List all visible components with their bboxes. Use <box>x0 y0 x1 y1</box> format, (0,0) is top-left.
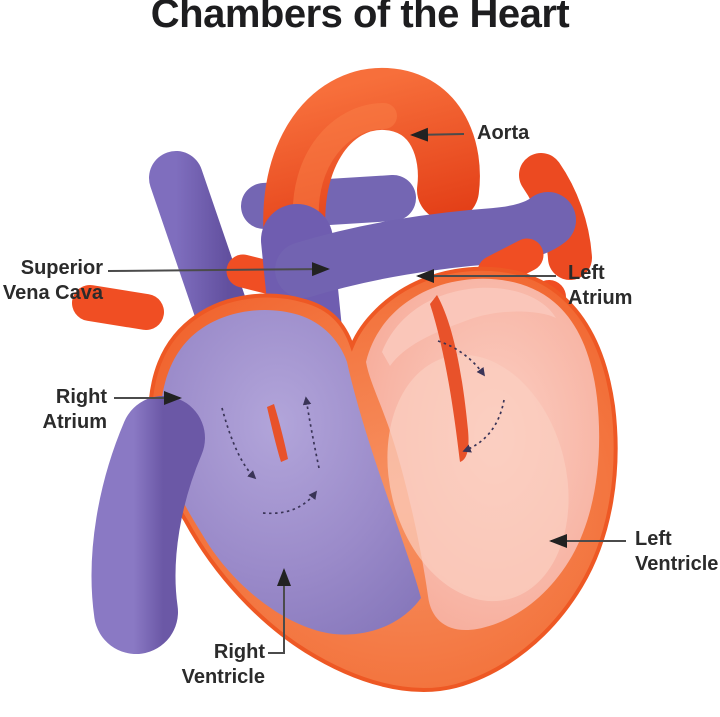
label-left-ventricle-line: Left <box>635 528 672 550</box>
page-title: Chambers of the Heart <box>150 0 570 36</box>
flow-arrow-right-ventricle-up <box>302 396 320 469</box>
pulmonary-artery-branch-shape <box>275 192 576 298</box>
label-aorta-line: Aorta <box>477 122 530 144</box>
aorta-highlight <box>292 103 397 235</box>
label-superior-vena-cava-line: Vena Cava <box>2 282 103 304</box>
label-left-atrium-line: Atrium <box>568 287 633 309</box>
label-aorta: Aorta <box>477 121 529 146</box>
right-chambers-interior-shape <box>160 309 421 635</box>
left-atrium-inner-highlight <box>382 287 556 366</box>
right-ventricle-pointer-arrow <box>268 568 291 654</box>
superior-vena-cava-pointer-arrow <box>107 262 330 277</box>
label-left-ventricle: Left Ventricle <box>635 527 718 577</box>
pulmonary-vein-stub <box>72 285 164 330</box>
blood-flow-arrows <box>221 340 505 515</box>
left-ventricle-inner-highlight <box>387 354 569 602</box>
label-right-atrium-line: Right <box>55 386 107 408</box>
inferior-vena-cava-shape <box>91 396 205 654</box>
label-right-ventricle-line: Ventricle <box>181 666 265 688</box>
mitral-valve-shape <box>430 295 469 462</box>
tricuspid-valve-shape <box>267 404 288 462</box>
aorta-arch <box>263 67 480 287</box>
label-left-atrium: Left Atrium <box>568 261 632 311</box>
label-right-ventricle: Right Ventricle <box>182 640 265 690</box>
flow-arrow-left-ventricle <box>462 399 505 453</box>
label-left-atrium-line: Left <box>568 262 605 284</box>
label-pointer-arrows <box>107 127 626 654</box>
label-superior-vena-cava-line: Superior <box>20 257 103 279</box>
label-right-ventricle-line: Right <box>213 641 265 663</box>
label-right-atrium: Right Atrium <box>43 385 107 435</box>
label-left-ventricle-line: Ventricle <box>635 553 719 575</box>
label-superior-vena-cava: Superior Vena Cava <box>3 256 103 306</box>
flow-arrow-right-ventricle <box>262 490 318 515</box>
flow-arrow-right-atrium <box>221 407 257 480</box>
label-right-atrium-line: Atrium <box>42 411 107 433</box>
aorta-pointer-arrow <box>410 127 465 142</box>
